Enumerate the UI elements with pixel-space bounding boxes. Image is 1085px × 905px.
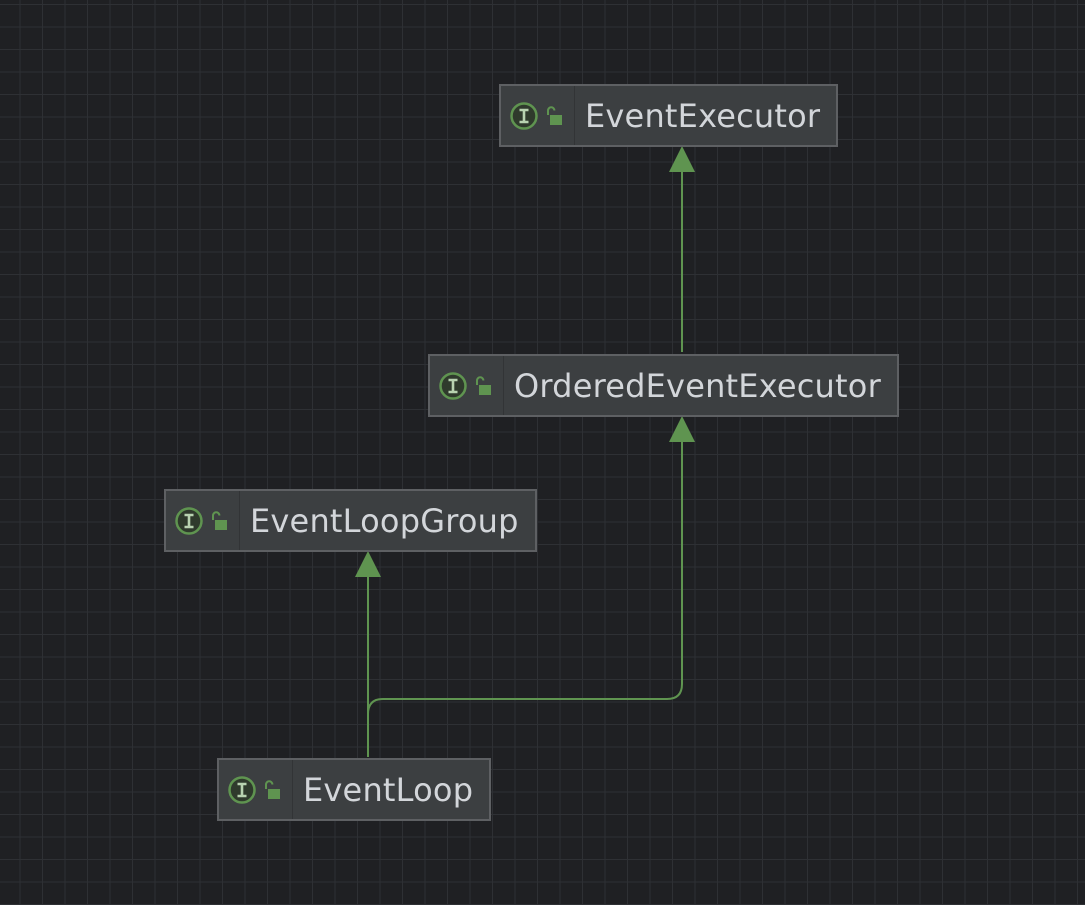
node-icons bbox=[219, 760, 293, 819]
edge-layer bbox=[355, 146, 695, 757]
unlocked-padlock-icon bbox=[265, 779, 280, 799]
node-label: EventLoop bbox=[303, 770, 474, 809]
node-icons bbox=[166, 491, 240, 550]
node-label: OrderedEventExecutor bbox=[514, 366, 881, 405]
arrowhead-event-executor bbox=[669, 146, 695, 172]
arrowhead-event-loop-group bbox=[355, 551, 381, 577]
unlocked-padlock-icon bbox=[547, 105, 562, 125]
unlocked-padlock-icon bbox=[212, 510, 227, 530]
unlocked-padlock-icon bbox=[476, 375, 491, 395]
node-event-executor[interactable]: EventExecutor bbox=[499, 84, 839, 147]
node-label: EventLoopGroup bbox=[250, 501, 519, 540]
node-icons bbox=[501, 86, 575, 145]
node-event-loop-group[interactable]: EventLoopGroup bbox=[164, 489, 537, 552]
edge-event-loop-to-ordered-event-executor bbox=[367, 441, 683, 757]
node-ordered-event-executor[interactable]: OrderedEventExecutor bbox=[428, 354, 899, 417]
arrowhead-ordered-event-executor bbox=[669, 416, 695, 442]
interface-icon bbox=[175, 506, 203, 535]
node-label: EventExecutor bbox=[585, 96, 821, 135]
node-event-loop[interactable]: EventLoop bbox=[217, 758, 492, 821]
interface-icon bbox=[439, 371, 467, 400]
interface-icon bbox=[510, 101, 538, 130]
interface-icon bbox=[228, 775, 256, 804]
node-icons bbox=[430, 356, 504, 415]
